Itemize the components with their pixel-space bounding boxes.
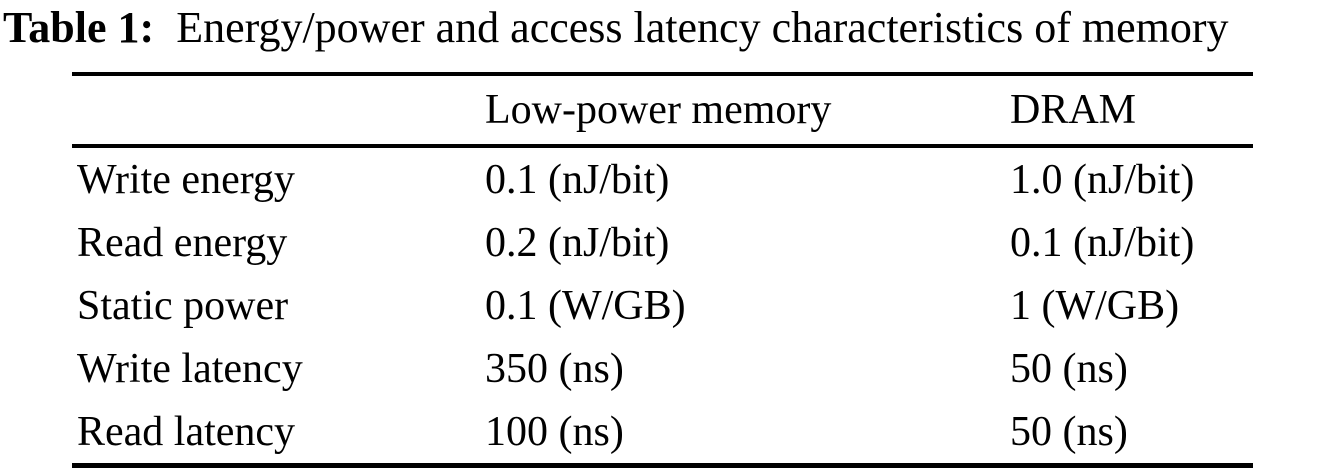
header-cell-low-power-memory: Low-power memory xyxy=(485,74,1010,148)
table-caption-text: Energy/power and access latency characte… xyxy=(176,3,1229,52)
header-cell-empty xyxy=(72,74,485,148)
row-label: Read energy xyxy=(77,219,288,266)
header-cell-dram: DRAM xyxy=(1010,74,1253,148)
cell-low-power-memory: 100 (ns) xyxy=(485,408,624,455)
row-label: Read latency xyxy=(77,408,296,455)
table-row: Write latency 350 (ns) 50 (ns) xyxy=(72,337,1253,400)
table-row: Static power 0.1 (W/GB) 1 (W/GB) xyxy=(72,274,1253,337)
cell-low-power-memory: 0.1 (W/GB) xyxy=(485,282,686,329)
cell-low-power-memory: 0.1 (nJ/bit) xyxy=(485,156,670,203)
cell-dram: 1 (W/GB) xyxy=(1010,282,1180,329)
memory-characteristics-table: Low-power memory DRAM Write energy 0.1 (… xyxy=(72,72,1253,468)
table-row: Read latency 100 (ns) 50 (ns) xyxy=(72,400,1253,466)
cell-dram: 1.0 (nJ/bit) xyxy=(1010,156,1195,203)
table-caption: Table 1: Energy/power and access latency … xyxy=(3,2,1228,54)
cell-low-power-memory: 350 (ns) xyxy=(485,345,624,392)
row-label: Write energy xyxy=(77,156,295,203)
table-row: Write energy 0.1 (nJ/bit) 1.0 (nJ/bit) xyxy=(72,146,1253,211)
table-row: Read energy 0.2 (nJ/bit) 0.1 (nJ/bit) xyxy=(72,211,1253,274)
cell-low-power-memory: 0.2 (nJ/bit) xyxy=(485,219,670,266)
row-label: Static power xyxy=(77,282,289,329)
cell-dram: 50 (ns) xyxy=(1010,345,1128,392)
header-row: Low-power memory DRAM xyxy=(72,74,1253,148)
cell-dram: 50 (ns) xyxy=(1010,408,1128,455)
table-caption-number: Table 1: xyxy=(3,3,155,52)
cell-dram: 0.1 (nJ/bit) xyxy=(1010,219,1195,266)
row-label: Write latency xyxy=(77,345,303,392)
